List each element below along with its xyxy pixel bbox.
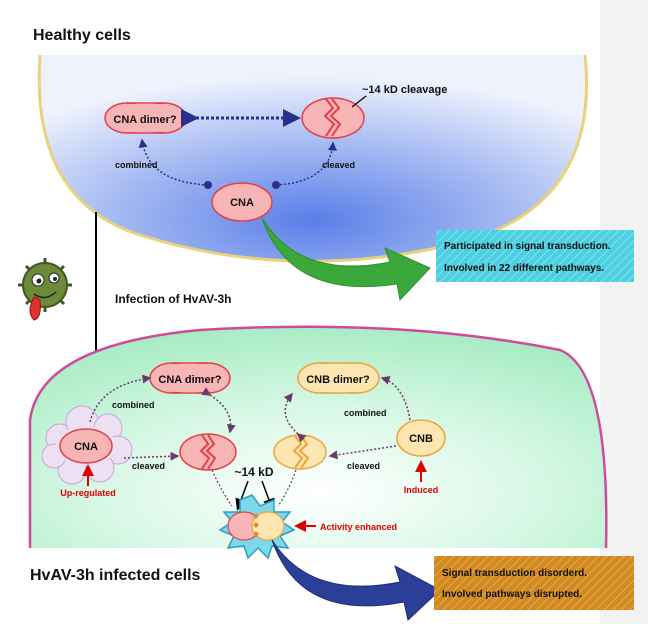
infected-title: HvAV-3h infected cells bbox=[30, 567, 201, 584]
healthy-cleaved-dot bbox=[272, 181, 280, 189]
healthy-cleaved-cna-node bbox=[301, 97, 365, 139]
infected-outcome-box bbox=[434, 556, 634, 610]
infected-cna-dimer-node: CNA dimer? bbox=[149, 362, 231, 394]
infected-cna-dimer-link bbox=[201, 387, 236, 434]
infection-label: Infection of HvAV-3h bbox=[115, 292, 231, 306]
infected-outcome-line-1: Signal transduction disorderd. bbox=[442, 568, 587, 579]
induced-label: Induced bbox=[404, 485, 439, 495]
infected-cleaved-left-label: cleaved bbox=[132, 461, 165, 471]
healthy-cna-dimer-node: CNA dimer? bbox=[104, 102, 187, 134]
infected-cnb-cleaved-arrow bbox=[328, 445, 397, 460]
infected-cnb-dimer-node: CNB dimer? bbox=[297, 362, 380, 394]
infected-cnb-dimer-label: CNB dimer? bbox=[306, 374, 370, 386]
infected-cnb-node: CNB bbox=[396, 419, 446, 457]
activity-label: Activity enhanced bbox=[320, 522, 397, 532]
infected-outcome-line-2: Involved pathways disrupted. bbox=[442, 589, 582, 600]
healthy-outcome-arrow bbox=[261, 217, 431, 302]
healthy-combined-dot bbox=[204, 181, 212, 189]
infected-cleaved-cnb-node bbox=[273, 434, 327, 470]
infected-cna-combined-arrow bbox=[89, 374, 152, 423]
healthy-cna-dimer-label: CNA dimer? bbox=[113, 114, 176, 126]
healthy-cleaved-label: cleaved bbox=[322, 160, 355, 170]
page-edge-strip bbox=[600, 0, 648, 624]
infected-cna-node: CNA bbox=[41, 405, 133, 485]
healthy-cna-node: CNA bbox=[211, 182, 273, 222]
infected-cleaved-right-label: cleaved bbox=[347, 461, 380, 471]
healthy-outcome-box bbox=[436, 230, 634, 282]
infected-cna-label: CNA bbox=[74, 441, 98, 453]
healthy-outcome-line-2: Involved in 22 different pathways. bbox=[444, 263, 604, 274]
infected-cell-outline bbox=[28, 325, 608, 549]
infected-combined-left-label: combined bbox=[112, 400, 155, 410]
cleavage-pointer bbox=[351, 95, 367, 108]
kd-label: ~14 kD bbox=[234, 465, 273, 479]
infected-outcome-arrow bbox=[271, 539, 441, 621]
healthy-cleavage-label: ~14 kD cleavage bbox=[362, 84, 447, 96]
healthy-outcome-line-1: Participated in signal transduction. bbox=[444, 241, 611, 252]
infected-combined-right-label: combined bbox=[344, 408, 387, 418]
virus-icon bbox=[18, 258, 72, 321]
up-regulated-label: Up-regulated bbox=[60, 488, 116, 498]
infected-cnb-dimer-link bbox=[283, 392, 307, 443]
infected-cnb-label: CNB bbox=[409, 433, 433, 445]
infected-cleaved-cna-node bbox=[179, 433, 237, 471]
activity-complex-node bbox=[218, 494, 296, 560]
infected-cna-cleaved-arrow bbox=[123, 451, 180, 461]
healthy-combined-label: combined bbox=[115, 160, 158, 170]
infected-cnb-combined-arrow bbox=[380, 375, 411, 421]
healthy-title: Healthy cells bbox=[33, 27, 131, 44]
kd-cnb-guide bbox=[277, 469, 297, 507]
healthy-combined-arrow bbox=[138, 138, 209, 186]
healthy-cna-label: CNA bbox=[230, 197, 254, 209]
infected-cna-dimer-label: CNA dimer? bbox=[158, 374, 221, 386]
